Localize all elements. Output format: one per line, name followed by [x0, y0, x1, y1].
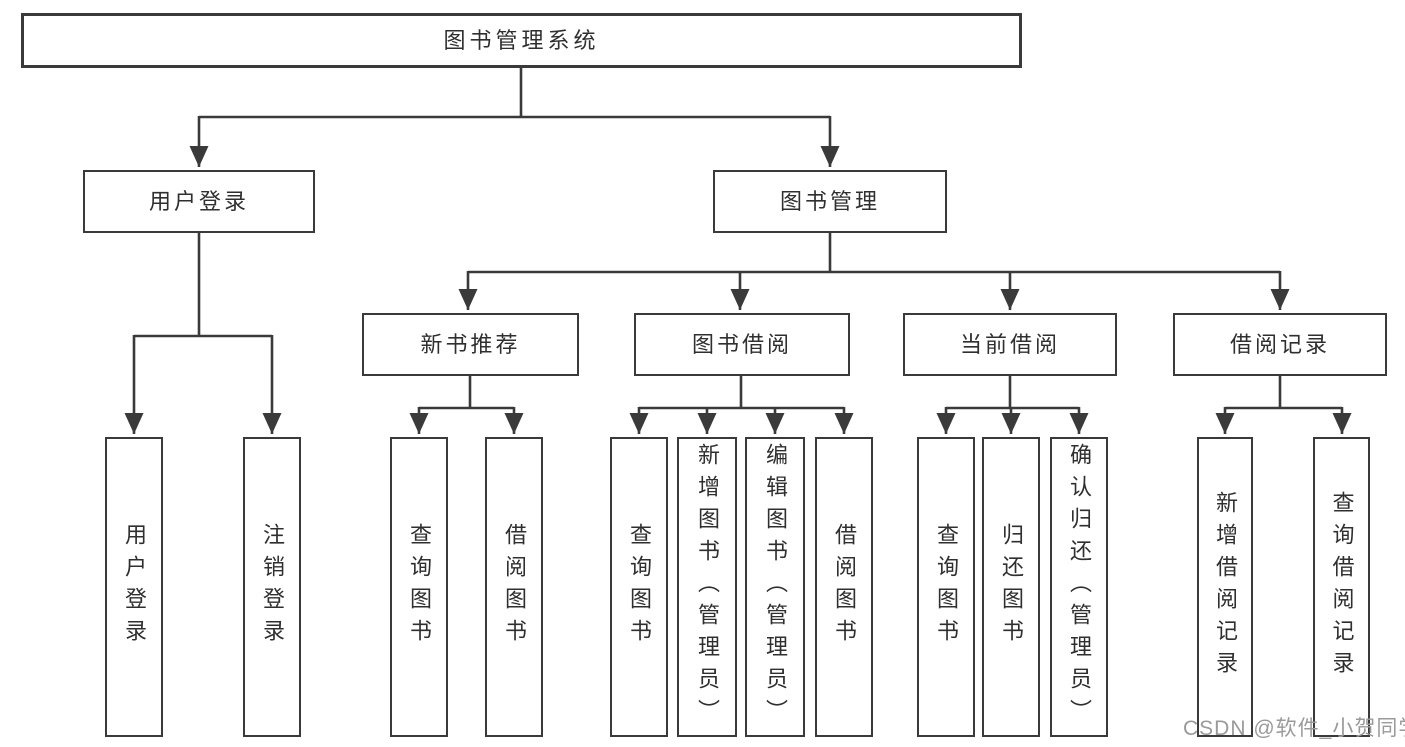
- node-label: 用户登录: [148, 188, 249, 214]
- node-label: 借阅记录: [1229, 331, 1330, 357]
- node-book-management: 图书管理: [713, 170, 947, 233]
- leaf-label: 新增图书（管理员）: [695, 443, 720, 731]
- leaf-edit-book-admin: 编辑图书（管理员）: [745, 437, 805, 737]
- leaf-query-books-recommend: 查询图书: [390, 437, 448, 737]
- node-current-borrow: 当前借阅: [903, 313, 1117, 376]
- leaf-confirm-return-admin: 确认归还（管理员）: [1050, 437, 1108, 737]
- node-book-borrow: 图书借阅: [634, 313, 850, 376]
- node-user-login: 用户登录: [83, 170, 315, 233]
- leaf-label: 查询图书: [407, 523, 432, 651]
- leaf-query-books-borrow: 查询图书: [610, 437, 668, 737]
- leaf-return-book: 归还图书: [982, 437, 1040, 737]
- leaf-label: 编辑图书（管理员）: [763, 443, 788, 731]
- node-borrow-records: 借阅记录: [1173, 313, 1387, 376]
- leaf-query-borrow-record: 查询借阅记录: [1313, 437, 1370, 737]
- leaf-borrow-books-recommend: 借阅图书: [485, 437, 543, 737]
- leaf-label: 注销登录: [260, 523, 285, 651]
- csdn-watermark: CSDN @软件_小贺同学: [1183, 717, 1405, 740]
- leaf-label: 借阅图书: [832, 523, 857, 651]
- leaf-label: 查询图书: [627, 523, 652, 651]
- node-new-book-recommend: 新书推荐: [362, 313, 579, 376]
- leaf-add-borrow-record: 新增借阅记录: [1197, 437, 1253, 737]
- node-label: 新书推荐: [420, 331, 521, 357]
- leaf-query-books-current: 查询图书: [917, 437, 975, 737]
- node-label: 当前借阅: [959, 331, 1060, 357]
- node-label: 图书管理系统: [443, 27, 600, 53]
- leaf-label: 借阅图书: [502, 523, 527, 651]
- leaf-label: 确认归还（管理员）: [1067, 443, 1092, 731]
- node-label: 图书借阅: [691, 331, 792, 357]
- leaf-label: 查询借阅记录: [1329, 491, 1355, 683]
- leaf-add-book-admin: 新增图书（管理员）: [677, 437, 737, 737]
- node-label: 图书管理: [779, 188, 880, 214]
- leaf-logout: 注销登录: [243, 437, 301, 737]
- leaf-label: 归还图书: [999, 523, 1024, 651]
- leaf-label: 新增借阅记录: [1213, 491, 1238, 683]
- node-library-system: 图书管理系统: [21, 13, 1022, 68]
- leaf-borrow-books: 借阅图书: [815, 437, 873, 737]
- leaf-user-login: 用户登录: [105, 437, 163, 737]
- leaf-label: 查询图书: [934, 523, 959, 651]
- leaf-label: 用户登录: [122, 523, 147, 651]
